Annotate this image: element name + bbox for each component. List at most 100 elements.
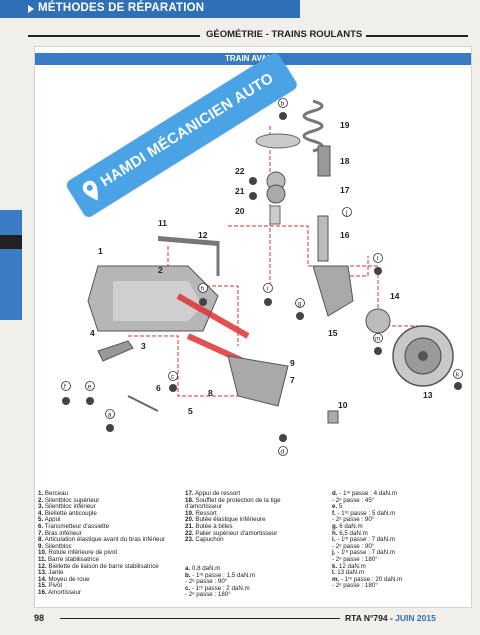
legend-item: h. 6,5 daN.m — [332, 529, 368, 537]
legend-torques-2: d. - 1ʳᵉ passe : 4 daN.m - 2ᵉ passe : 45… — [332, 490, 403, 590]
legend-item: d. - 1ʳᵉ passe : 4 daN.m — [332, 490, 398, 497]
legend-item: 19. Ressort — [185, 509, 217, 517]
torque-letter-g: g — [298, 301, 302, 308]
section-title: MÉTHODES DE RÉPARATION — [38, 2, 205, 14]
legend-item: j. - 1ʳᵉ passe : 7 daN.m — [332, 549, 395, 557]
legend-item: 18. Soufflet de protection de la tige — [185, 496, 281, 504]
legend-item: - 2ᵉ passe : 90° — [332, 516, 375, 524]
torque-letter-d: d — [281, 449, 285, 456]
legend-torques-1: a. 0,8 daN.m b. - 1ʳᵉ passe : 1,5 daN.m … — [185, 565, 256, 599]
subsection-title: GÉOMÉTRIE - TRAINS ROULANTS — [206, 29, 363, 40]
legend-item: 14. Moyeu de roue — [38, 575, 90, 583]
torque-marker-j: j — [342, 207, 352, 217]
callout-11: 11 — [158, 218, 167, 228]
legend-item: 12. Biellette de liaison de barre stabil… — [38, 562, 159, 570]
figure-band: TRAIN AVANT — [35, 53, 471, 65]
callout-5: 5 — [188, 406, 193, 416]
torque-marker-b: b — [278, 98, 288, 108]
legend-item: 8. Articulation élastique avant du bras … — [38, 536, 165, 544]
legend-item: - 2ᵉ passe : 45° — [332, 496, 375, 504]
torque-letter-h: h — [201, 286, 205, 293]
callout-6: 6 — [156, 383, 161, 393]
callout-12: 12 — [198, 230, 208, 240]
torque-letter-j: j — [345, 210, 347, 217]
legend-item: f. - 1ʳᵉ passe : 5 daN.m — [332, 509, 396, 517]
magazine-issue: RTA N°794 - JUIN 2015 — [345, 613, 436, 623]
legend-parts-2: 17. Appui de ressort 18. Soufflet de pro… — [185, 490, 281, 544]
legend-item: c. - 1ʳᵉ passe : 2 daN.m — [185, 584, 250, 592]
legend-item: i. - 1ʳᵉ passe : 7 daN.m — [332, 536, 395, 544]
callout-2: 2 — [158, 265, 163, 275]
callout-22: 22 — [235, 166, 245, 176]
legend-item: l. 13 daN.m — [332, 569, 365, 577]
callout-8: 8 — [208, 388, 213, 398]
torque-marker-f: f — [61, 381, 71, 391]
location-pin-icon — [82, 180, 98, 201]
legend-item: 1. Berceau — [38, 490, 68, 497]
callout-14: 14 — [390, 291, 400, 301]
legend-item: b. - 1ʳᵉ passe : 1,5 daN.m — [185, 571, 256, 579]
legend-item: 17. Appui de ressort — [185, 490, 241, 497]
legend-item: - 2ᵉ passe : 180° — [332, 582, 378, 590]
rule-left — [28, 35, 200, 37]
callout-9: 9 — [290, 358, 295, 368]
figure-title: TRAIN AVANT — [225, 54, 278, 63]
torque-marker-m: m — [373, 333, 383, 343]
callout-4: 4 — [90, 328, 95, 338]
torque-letter-l: l — [377, 256, 379, 263]
legend-item: 22. Palier supérieur d'amortisseur — [185, 529, 278, 537]
callout-18: 18 — [340, 156, 350, 166]
legend-item: 21. Butée à billes — [185, 522, 233, 530]
legend-parts: 1. Berceau 2. Silentbloc supérieur 3. Si… — [38, 490, 165, 597]
torque-marker-e: e — [85, 381, 95, 391]
legend-item: 9. Silentbloc — [38, 542, 72, 550]
legend-item: 3. Silentbloc inférieur — [38, 503, 96, 511]
callout-10: 10 — [338, 400, 348, 410]
footer-rule — [60, 618, 340, 619]
issue-date: JUIN 2015 — [395, 613, 436, 623]
callout-17: 17 — [340, 185, 350, 195]
callout-3: 3 — [141, 341, 146, 351]
torque-letter-k: k — [456, 372, 460, 379]
legend-item: g. 6 daN.m — [332, 522, 363, 530]
callout-15: 15 — [328, 328, 338, 338]
legend-item: m. - 1ʳᵉ passe : 20 daN.m — [332, 575, 403, 583]
torque-marker-k: k — [453, 369, 463, 379]
torque-letter-e: e — [88, 384, 92, 391]
torque-marker-c: c — [168, 371, 178, 381]
legend-item: a. 0,8 daN.m — [185, 565, 221, 572]
legend-item: 7. Bras inférieur — [38, 529, 82, 537]
callout-20: 20 — [235, 206, 245, 216]
legend-item: - 2ᵉ passe : 90° — [185, 578, 228, 586]
callout-13: 13 — [423, 390, 433, 400]
watermark-badge: HAMDI MÉCANICIEN AUTO — [64, 50, 299, 220]
torque-letter-i: i — [267, 286, 268, 293]
magazine-name: RTA N°794 - — [345, 613, 393, 623]
torque-marker-l: l — [373, 253, 383, 263]
torque-letter-m: m — [375, 336, 380, 343]
subsection-header: GÉOMÉTRIE - TRAINS ROULANTS — [28, 29, 468, 42]
torque-marker-g: g — [295, 298, 305, 308]
legend-item: 6. Transmetteur d'assiette — [38, 522, 110, 530]
torque-marker-h: h — [198, 283, 208, 293]
margin-stripe-dark — [0, 235, 22, 249]
arrow-icon — [28, 5, 34, 13]
torque-marker-a: a — [105, 409, 115, 419]
torque-letter-b: b — [281, 101, 285, 108]
callout-21: 21 — [235, 186, 245, 196]
legend-item: 20. Butée élastique inférieure — [185, 516, 266, 524]
legend-item: d'amortisseur — [185, 503, 222, 511]
torque-marker-d: d — [278, 446, 288, 456]
legend-item: - 2ᵉ passe : 90° — [332, 542, 375, 550]
margin-stripe — [0, 210, 22, 320]
legend-item: 11. Barre stabilisatrice — [38, 555, 99, 563]
legend-item: k. 12 daN.m — [332, 562, 366, 570]
torque-marker-i: i — [263, 283, 273, 293]
page-number: 98 — [34, 613, 45, 623]
suspension-diagram: 1 2 3 4 5 6 7 8 9 10 11 12 13 14 15 16 1… — [61, 96, 463, 456]
callout-7: 7 — [290, 375, 295, 385]
legend-item: - 2ᵉ passe : 180° — [185, 591, 231, 599]
legend-item: - 2ᵉ passe : 180° — [332, 555, 378, 563]
section-header: MÉTHODES DE RÉPARATION — [0, 0, 300, 18]
